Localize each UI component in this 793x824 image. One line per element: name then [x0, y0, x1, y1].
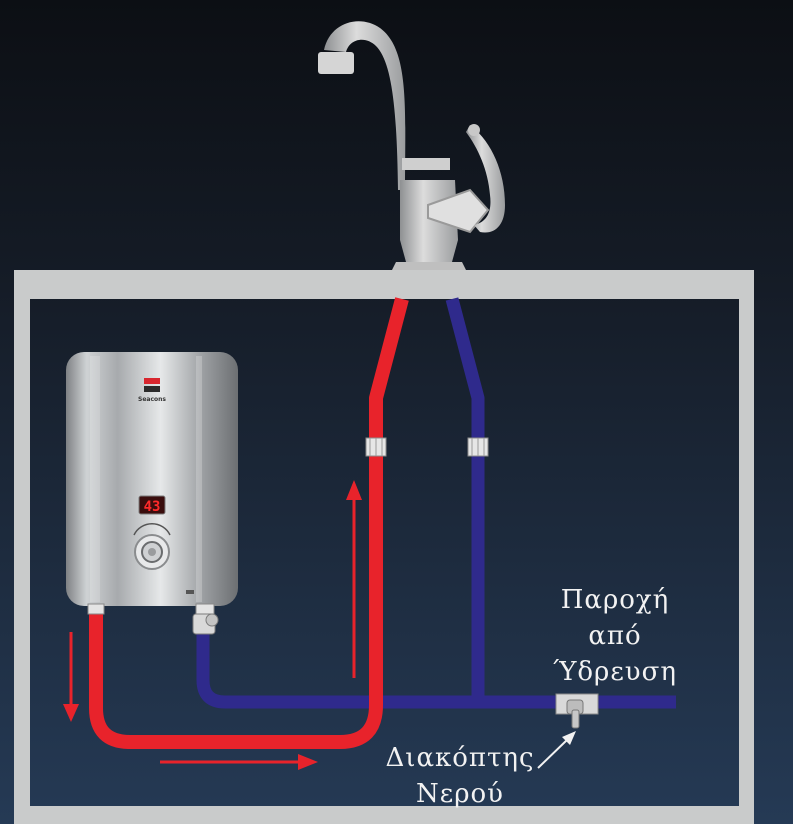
heater-display	[138, 495, 166, 515]
sink-cabinet	[14, 270, 754, 824]
flow-arrows	[63, 480, 362, 770]
heater-connectors	[87, 603, 219, 635]
water-valve-icon	[555, 693, 599, 729]
arrow-up-icon	[346, 480, 362, 678]
pointer-arrow-icon	[537, 731, 576, 769]
brand-logo: Seacons	[138, 378, 166, 403]
arrow-down-icon	[63, 632, 79, 722]
supply-label-line-1: Παροχή	[560, 585, 670, 615]
brand-name: Seacons	[138, 396, 166, 403]
supply-label-line-3: Ύδρευση	[553, 657, 677, 687]
faucet-icon	[318, 21, 505, 270]
water-supply-label: Παροχή από Ύδρευση	[540, 582, 690, 690]
display-value: 43	[144, 499, 161, 515]
supply-label-line-2: από	[588, 621, 642, 651]
valve-label-line-1: Διακόπτης	[385, 743, 535, 773]
hot-water-pipe	[89, 297, 409, 749]
water-valve-label: Διακόπτης Νερού	[370, 740, 550, 812]
cold-water-pipe	[196, 297, 676, 709]
valve-label-line-2: Νερού	[416, 779, 504, 809]
arrow-right-icon	[160, 754, 318, 770]
pipe-fittings	[365, 437, 489, 457]
water-heater: Seacons 43	[66, 352, 238, 606]
